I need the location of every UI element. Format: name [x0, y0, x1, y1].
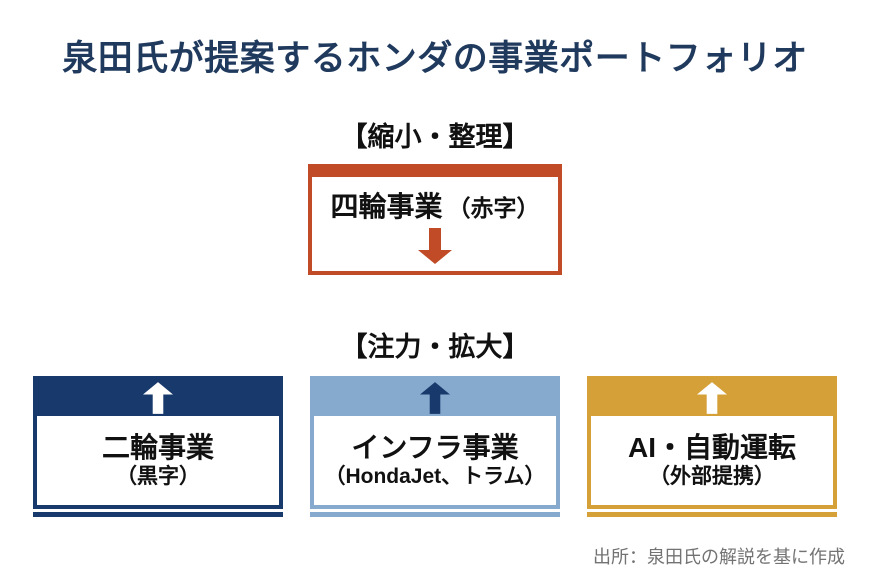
box-sub-label: （黒字）	[116, 465, 200, 489]
box-label: 四輪事業	[330, 190, 443, 222]
box-header	[37, 380, 279, 416]
box-body: インフラ事業 （HondaJet、トラム）	[314, 416, 556, 505]
box-header	[591, 380, 833, 416]
box-frame: 二輪事業 （黒字）	[33, 376, 283, 509]
four-wheel-business-box: 四輪事業（赤字）	[308, 164, 562, 275]
up-arrow-icon	[143, 382, 173, 414]
box-sub-label: （外部提携）	[649, 465, 775, 489]
box-header	[314, 380, 556, 416]
shrink-box-container: 四輪事業（赤字）	[0, 164, 870, 275]
infra-business-box: インフラ事業 （HondaJet、トラム）	[310, 376, 560, 517]
box-label-line: 四輪事業（赤字）	[330, 185, 539, 225]
box-label: AI・自動運転	[627, 431, 796, 463]
box-frame: インフラ事業 （HondaJet、トラム）	[310, 376, 560, 509]
box-body: 二輪事業 （黒字）	[37, 416, 279, 505]
box-label: インフラ事業	[351, 431, 519, 463]
shrink-section-heading: 【縮小・整理】	[340, 122, 530, 152]
expand-boxes-row: 二輪事業 （黒字） インフラ事業 （HondaJet、トラム）	[0, 376, 870, 517]
box-label: 二輪事業	[101, 431, 214, 463]
box-underline	[33, 512, 283, 517]
box-sub-label: （HondaJet、トラム）	[324, 465, 546, 489]
down-arrow-icon	[418, 227, 452, 264]
box-underline	[587, 512, 837, 517]
two-wheel-business-box: 二輪事業 （黒字）	[33, 376, 283, 517]
box-sub-label: （赤字）	[447, 194, 540, 221]
up-arrow-icon	[697, 382, 727, 414]
box-body: AI・自動運転 （外部提携）	[591, 416, 833, 505]
ai-autonomous-driving-box: AI・自動運転 （外部提携）	[587, 376, 837, 517]
box-frame: AI・自動運転 （外部提携）	[587, 376, 837, 509]
source-note: 出所：泉田氏の解説を基に作成	[593, 547, 845, 567]
page-title: 泉田氏が提案するホンダの事業ポートフォリオ	[62, 39, 808, 78]
up-arrow-icon	[420, 382, 450, 414]
expand-section-heading: 【注力・拡大】	[340, 332, 530, 362]
box-underline	[310, 512, 560, 517]
